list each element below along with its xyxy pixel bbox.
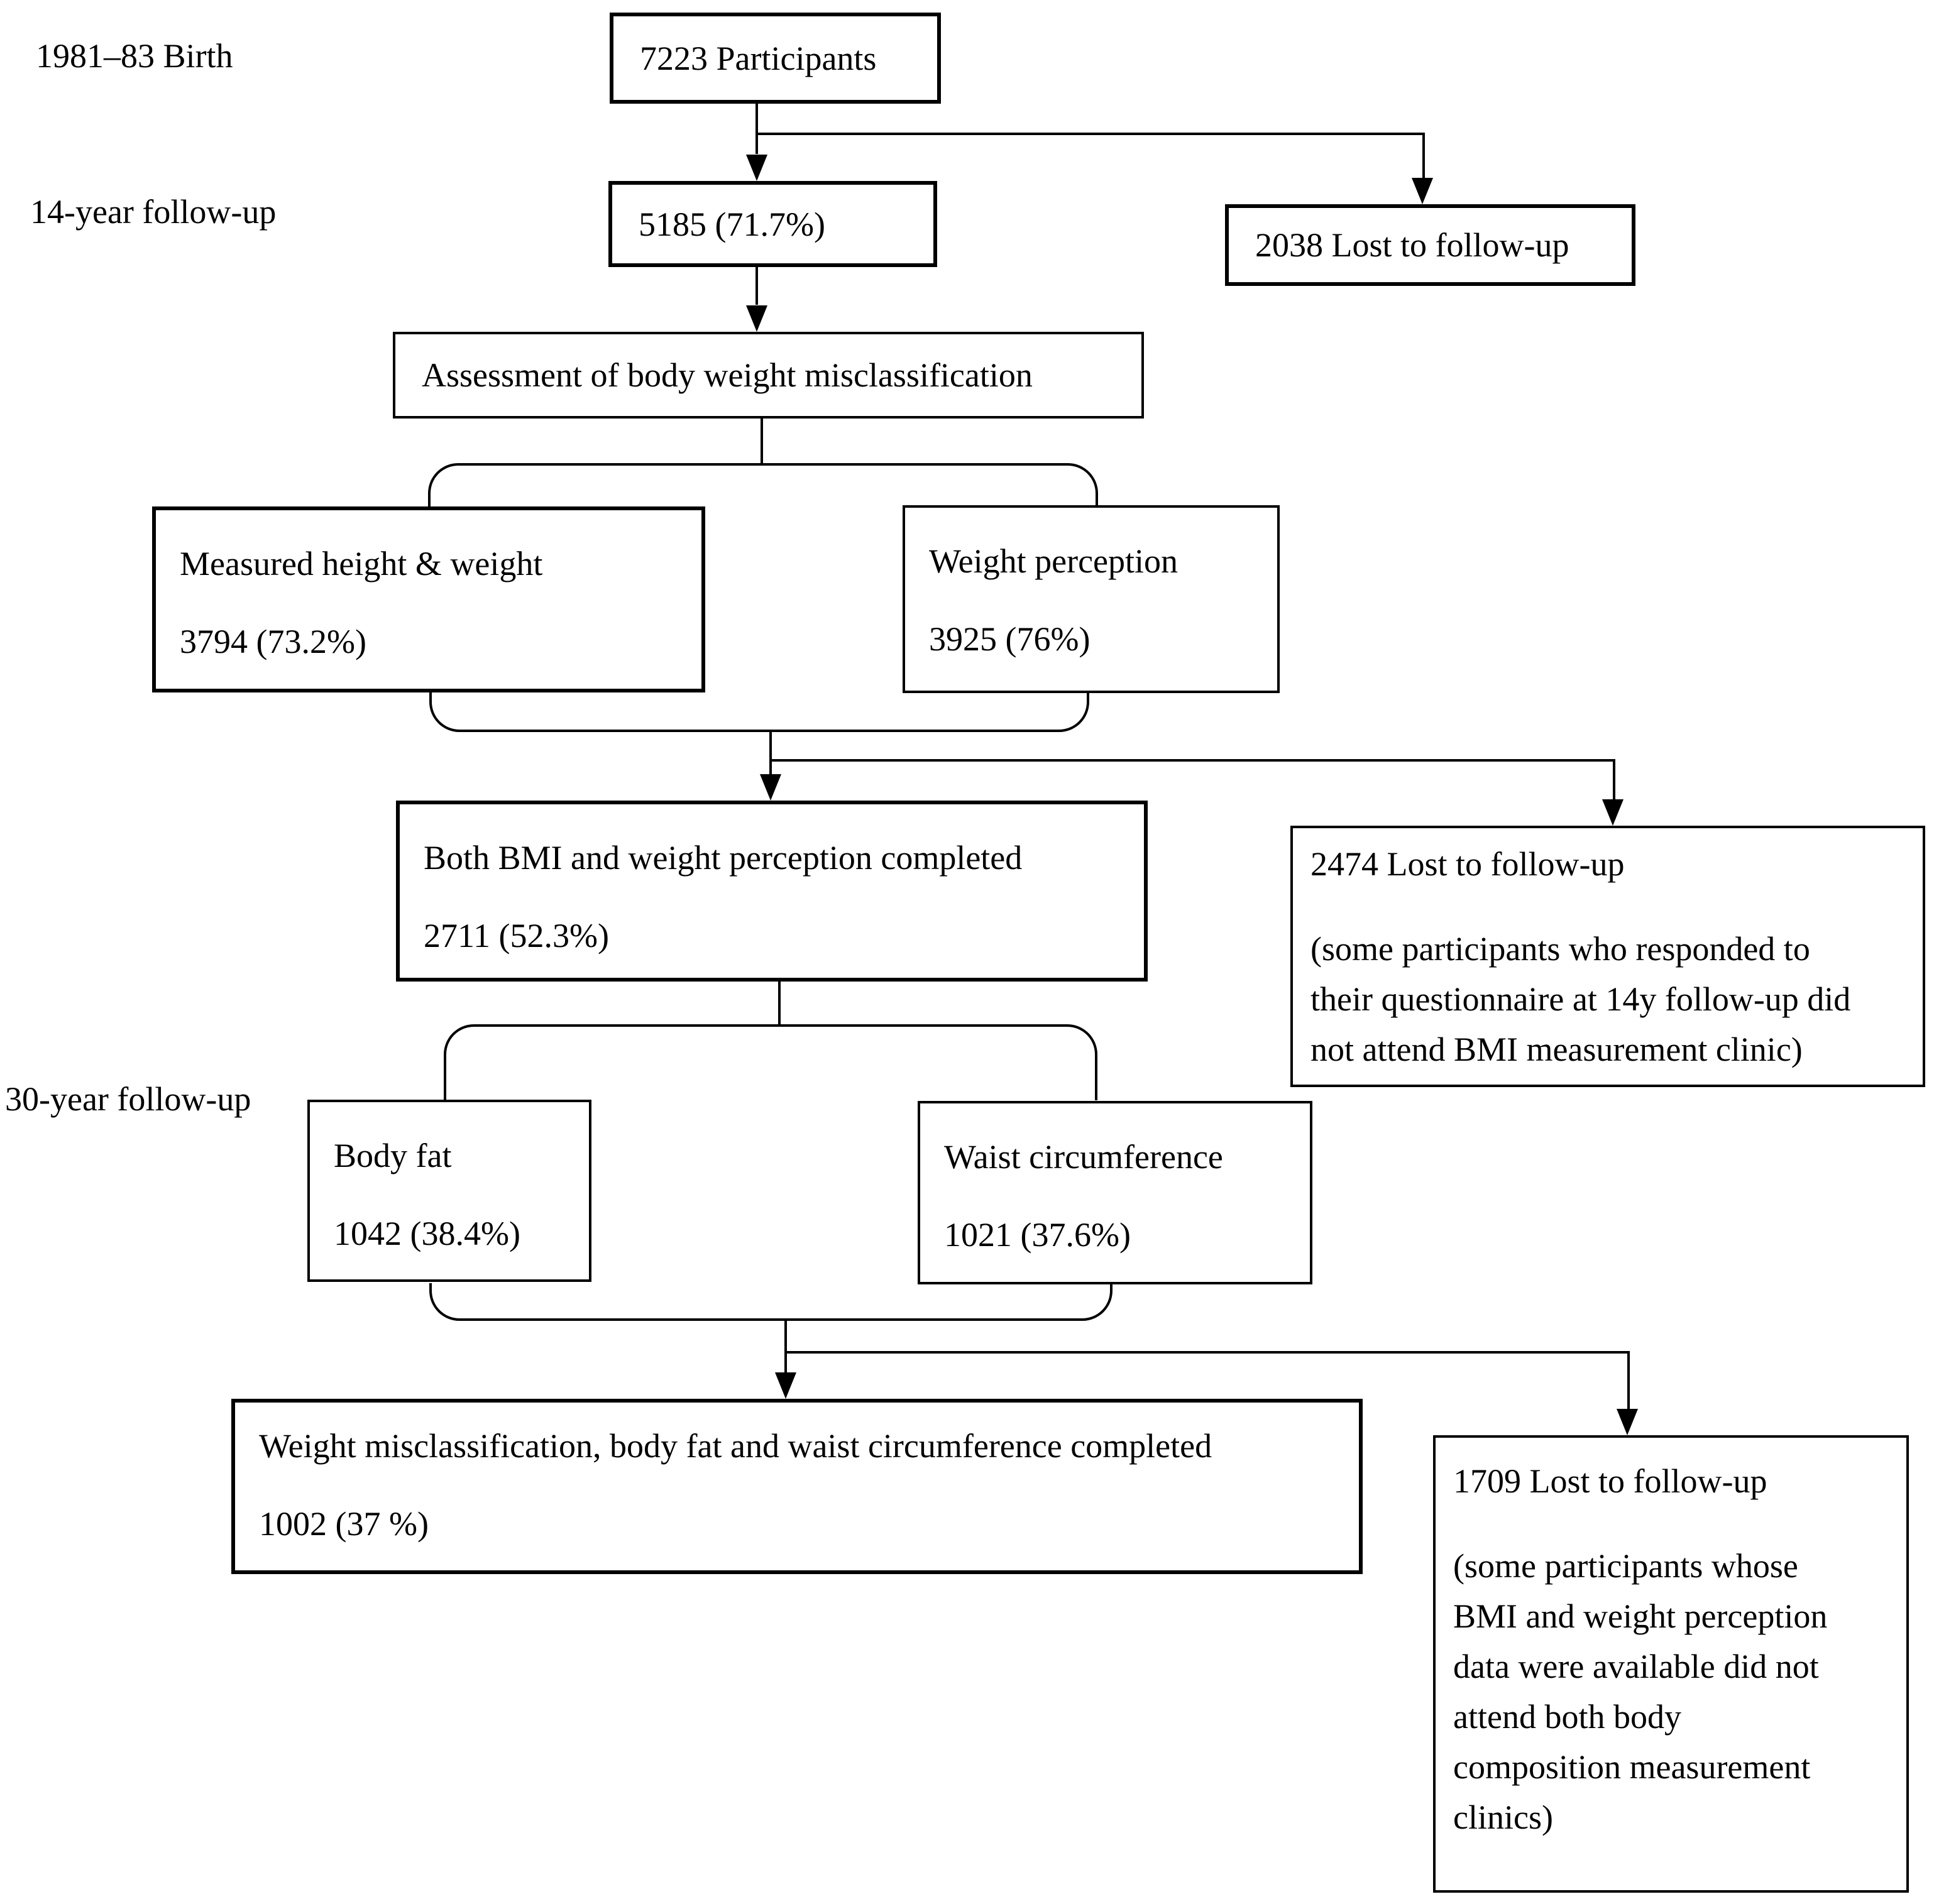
line-merge2-to-final <box>784 1320 787 1374</box>
box-bodyfat: Body fat 1042 (38.4%) <box>307 1100 591 1282</box>
label-birth-cohort: 1981–83 Birth <box>36 37 233 75</box>
arrowhead-into-lost-bmi <box>1602 799 1624 826</box>
arrowhead-into-final <box>775 1372 796 1399</box>
box-both-completed: Both BMI and weight perception completed… <box>396 801 1148 982</box>
box-bodyfat-line2: 1042 (38.4%) <box>334 1215 520 1252</box>
arrowhead-into-assessment <box>746 305 767 332</box>
split-bracket-bodyfat-waist <box>444 1024 1097 1100</box>
arrowhead-into-lost-composition <box>1617 1409 1638 1435</box>
box-measured: Measured height & weight 3794 (73.2%) <box>152 506 705 692</box>
line-participants-to-followup14 <box>755 104 758 154</box>
box-lost-composition-heading: 1709 Lost to follow-up <box>1453 1462 1767 1500</box>
arrowhead-into-both <box>760 774 781 801</box>
label-14-year-follow-up: 14-year follow-up <box>30 193 277 231</box>
line-down-to-lost-composition <box>1627 1351 1630 1409</box>
box-lost14-text: 2038 Lost to follow-up <box>1255 226 1569 264</box>
box-waist: Waist circumference 1021 (37.6%) <box>918 1101 1312 1284</box>
line-branch-to-lost14 <box>757 133 1425 135</box>
box-assessment-text: Assessment of body weight misclassificat… <box>422 356 1033 394</box>
box-measured-line2: 3794 (73.2%) <box>180 623 366 660</box>
label-30-year-follow-up: 30-year follow-up <box>5 1080 251 1118</box>
split-bracket-measured-perception <box>428 463 1098 507</box>
box-perception: Weight perception 3925 (76%) <box>903 505 1280 693</box>
box-waist-line2: 1021 (37.6%) <box>944 1216 1131 1254</box>
box-followup14: 5185 (71.7%) <box>608 181 937 267</box>
merge-bracket-measured-perception <box>429 692 1089 732</box>
box-bodyfat-line1: Body fat <box>334 1137 452 1174</box>
line-followup14-to-assessment <box>755 267 758 305</box>
line-assessment-to-split1 <box>761 417 763 464</box>
arrowhead-into-lost14 <box>1412 178 1433 204</box>
arrowhead-into-followup14 <box>746 155 767 181</box>
line-both-to-split2 <box>778 982 781 1026</box>
box-followup14-text: 5185 (71.7%) <box>639 205 825 243</box>
box-final-completed: Weight misclassification, body fat and w… <box>231 1399 1363 1574</box>
box-waist-line1: Waist circumference <box>944 1138 1223 1176</box>
line-down-to-lost14 <box>1422 134 1425 178</box>
box-lost14: 2038 Lost to follow-up <box>1225 204 1635 286</box>
box-lost-bmi-heading: 2474 Lost to follow-up <box>1310 845 1625 883</box>
box-both-line2: 2711 (52.3%) <box>424 917 609 955</box>
box-lost-composition-note: (some participants whose BMI and weight … <box>1453 1547 1828 1836</box>
merge-bracket-bodyfat-waist <box>429 1283 1113 1321</box>
box-assessment: Assessment of body weight misclassificat… <box>393 332 1144 419</box>
line-branch-to-lost-composition <box>784 1351 1630 1354</box>
line-down-to-lost-bmi <box>1613 759 1615 799</box>
box-final-line2: 1002 (37 %) <box>259 1505 429 1543</box>
box-participants-text: 7223 Participants <box>640 39 877 77</box>
box-lost-bmi: 2474 Lost to follow-up (some participant… <box>1290 826 1925 1087</box>
box-both-line1: Both BMI and weight perception completed <box>424 839 1023 877</box>
box-lost-composition: 1709 Lost to follow-up (some participant… <box>1433 1435 1909 1893</box>
line-branch-to-lost-bmi <box>769 759 1615 762</box>
box-perception-line1: Weight perception <box>929 542 1179 580</box>
box-final-line1: Weight misclassification, body fat and w… <box>259 1427 1212 1465</box>
line-merge1-to-both <box>769 731 772 775</box>
box-lost-bmi-note: (some participants who responded to thei… <box>1310 930 1851 1068</box>
box-measured-line1: Measured height & weight <box>180 545 543 583</box>
box-participants: 7223 Participants <box>610 13 941 104</box>
box-perception-line2: 3925 (76%) <box>929 620 1091 658</box>
